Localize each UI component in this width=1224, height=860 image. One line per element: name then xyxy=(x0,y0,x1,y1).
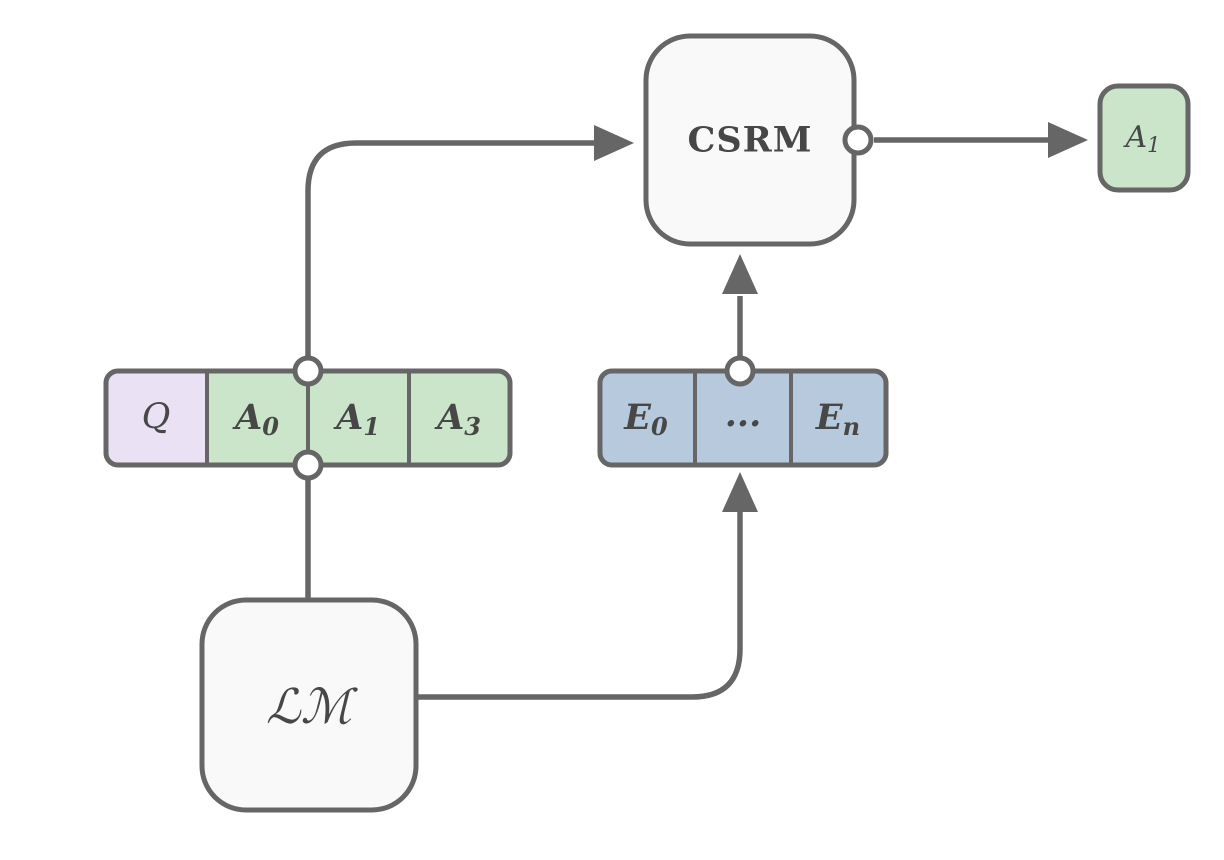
context-cell-q-bg xyxy=(106,371,207,465)
context-cell-a3-label: A3 xyxy=(434,397,481,441)
csrm-label: CSRM xyxy=(688,120,813,161)
context-cell-q-label: Q xyxy=(142,397,171,437)
arrowhead-to-output xyxy=(1048,122,1088,158)
output-label-sub: 1 xyxy=(1147,133,1160,157)
evidence-cell-e0-main: E xyxy=(623,397,652,438)
output-label: A1 xyxy=(1122,120,1160,158)
edge-lm-to-evidence xyxy=(416,510,743,700)
arrowhead-into-csrm-bottom xyxy=(722,254,758,294)
context-cell-a0-main: A xyxy=(232,397,262,438)
evidence-cell-e0-sub: 0 xyxy=(651,412,668,441)
evidence-cell-e0-label: E0 xyxy=(623,397,668,441)
context-cell-a1-main: A xyxy=(333,397,363,438)
lm-label: ℒℳ xyxy=(266,679,359,735)
evidence-cell-en-main: E xyxy=(815,397,844,438)
connector-context-top xyxy=(292,355,324,387)
context-cell-a1-label: A1 xyxy=(333,397,380,441)
connector-evidence-top xyxy=(724,355,756,387)
context-cell-a0-label: A0 xyxy=(232,397,279,441)
arrowhead-into-evidence xyxy=(722,472,758,512)
edge-context-to-csrm xyxy=(305,140,596,358)
labels: CSRM ℒℳ A1 Q A0 A1 A3 E0 ... En xyxy=(142,120,1161,736)
evidence-cell-en-label: En xyxy=(815,397,860,441)
shapes xyxy=(103,33,1191,813)
evidence-cell-dots-main: ... xyxy=(725,394,762,435)
evidence-cell-dots-label: ... xyxy=(725,394,762,435)
output-node xyxy=(1097,83,1191,193)
context-bar-dividers xyxy=(205,371,411,465)
connector-context-bottom xyxy=(292,449,324,481)
context-cell-a3-sub: 3 xyxy=(464,412,481,441)
lm-node xyxy=(199,597,419,813)
context-cell-a1-sub: 1 xyxy=(363,412,380,441)
output-label-main: A xyxy=(1122,120,1147,155)
evidence-cell-en-sub: n xyxy=(843,412,860,441)
edges xyxy=(305,137,1050,700)
context-cell-q-main: Q xyxy=(142,397,171,437)
evidence-bar-dividers xyxy=(693,371,793,465)
context-cell-a3-main: A xyxy=(434,397,464,438)
connector-csrm-right xyxy=(842,124,874,156)
evidence-bar-base xyxy=(600,371,886,465)
context-cell-a0-sub: 0 xyxy=(262,412,279,441)
arrowheads xyxy=(594,122,1088,512)
arrowhead-into-csrm-left xyxy=(594,125,634,161)
